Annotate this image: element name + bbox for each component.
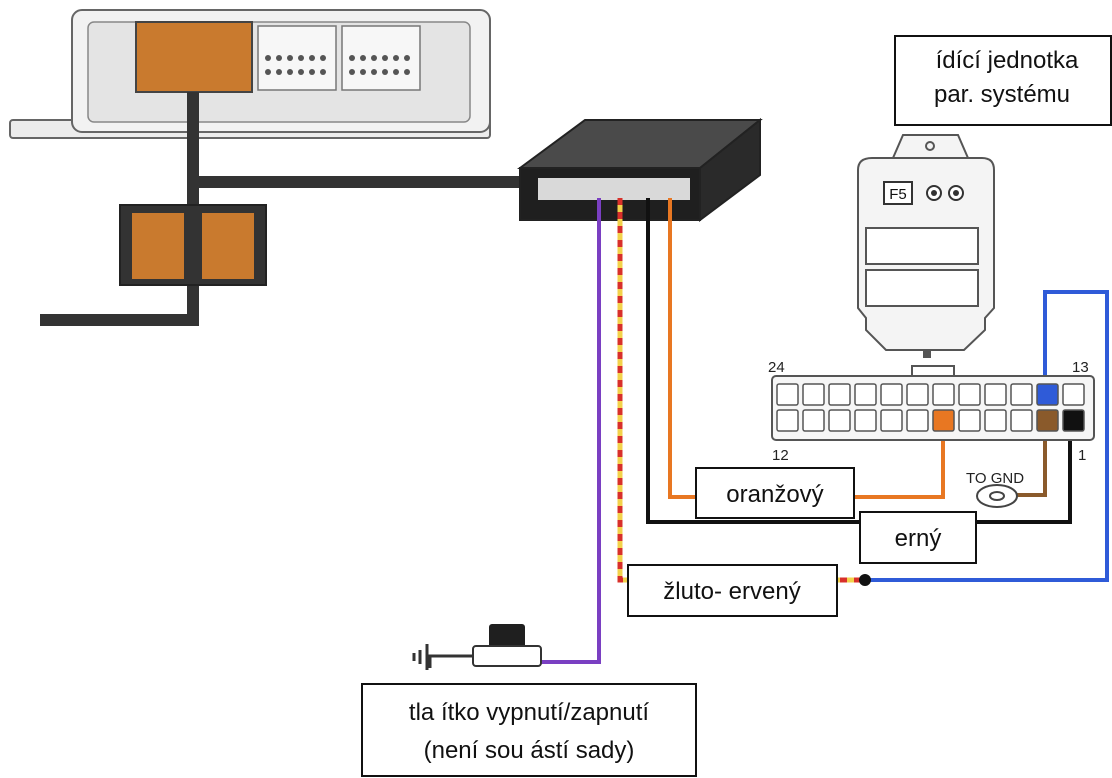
pin-label-13: 13 — [1072, 359, 1089, 376]
wire-junction-dot — [859, 574, 871, 586]
button-label-box: tla ítko vypnutí/zapnutí (není sou ástí … — [361, 683, 697, 777]
ecu-connector-orange — [135, 21, 253, 93]
harness-connector — [119, 204, 267, 286]
black-wire-label: erný — [895, 525, 942, 552]
connector-pin — [1010, 409, 1033, 432]
connector-pin — [958, 383, 981, 406]
connector-pin — [854, 409, 877, 432]
ground-label: TO GND — [966, 470, 1024, 487]
connector-pin — [1062, 409, 1085, 432]
connector-pin — [880, 383, 903, 406]
connector-pin — [776, 383, 799, 406]
connector-pin — [906, 383, 929, 406]
connector-pin — [828, 409, 851, 432]
control-unit-module: F5 — [857, 134, 995, 358]
pin-label-12: 12 — [772, 447, 789, 464]
yellow-red-wire-label: žluto- ervený — [663, 578, 800, 605]
black-wire-label-box: erný — [859, 511, 977, 564]
connector-pin — [1062, 383, 1085, 406]
button-label-line1: tla ítko vypnutí/zapnutí — [409, 699, 649, 726]
emulator-module — [516, 117, 763, 222]
connector-pin — [932, 409, 955, 432]
ground-eyelet: TO GND — [966, 470, 1024, 508]
connector-pin — [984, 383, 1007, 406]
brown-wire — [1010, 432, 1047, 497]
connector-pin — [906, 409, 929, 432]
yellow-red-wire-stripe — [617, 198, 865, 583]
control-unit-label-line2: par. systému — [934, 81, 1070, 108]
orange-wire-label-box: oranžový — [695, 467, 855, 519]
connector-pin — [958, 409, 981, 432]
connector-pin — [854, 383, 877, 406]
control-unit-label-box: ídící jednotka par. systému — [894, 35, 1112, 126]
connector-pin — [1036, 409, 1059, 432]
pin-label-1: 1 — [1078, 447, 1086, 464]
connector-pin — [932, 383, 955, 406]
pin-label-24: 24 — [768, 359, 785, 376]
blue-wire — [865, 290, 1109, 582]
connector-pin — [828, 383, 851, 406]
connector-pin — [776, 409, 799, 432]
connector-pin — [1010, 383, 1033, 406]
connector-pin — [880, 409, 903, 432]
pin-connector: 24 13 12 1 — [768, 359, 1095, 464]
connector-pin — [802, 383, 825, 406]
connector-pin — [984, 409, 1007, 432]
connector-pin — [1036, 383, 1059, 406]
ecu-unit — [9, 9, 491, 139]
control-unit-label-line1: ídící jednotka — [936, 47, 1079, 74]
purple-wire — [523, 198, 601, 664]
ground-icon — [412, 644, 429, 670]
orange-wire-label: oranžový — [726, 481, 823, 508]
module-badge: F5 — [889, 186, 907, 203]
pushbutton-switch — [428, 624, 542, 668]
connector-pin — [802, 409, 825, 432]
button-label-line2: (není sou ástí sady) — [424, 737, 635, 764]
yellow-red-wire-label-box: žluto- ervený — [627, 564, 838, 617]
